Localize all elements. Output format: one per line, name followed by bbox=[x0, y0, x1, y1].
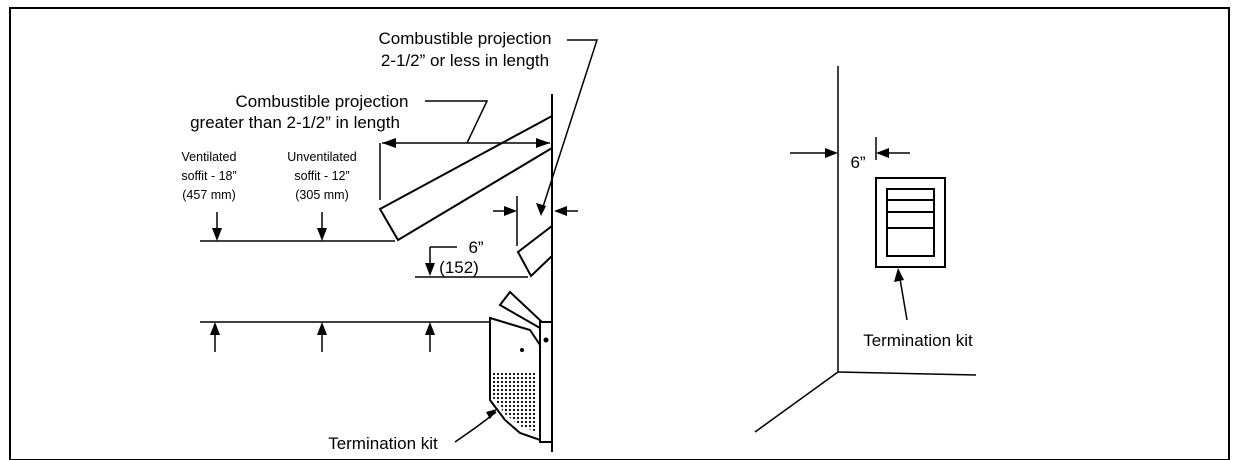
short-projection bbox=[516, 223, 553, 278]
ventilated-line2: soffit - 18” bbox=[181, 169, 236, 183]
side-view bbox=[200, 39, 599, 452]
unventilated-line3: (305 mm) bbox=[295, 188, 348, 202]
callout-short-line1: Combustible projection bbox=[379, 29, 552, 48]
ventilated-line3: (457 mm) bbox=[182, 188, 235, 202]
callout-long-line1: Combustible projection bbox=[236, 92, 409, 111]
callout-long-leader bbox=[425, 100, 489, 144]
termination-kit-side bbox=[489, 290, 553, 443]
diagram-border bbox=[9, 7, 1230, 460]
termination-label-front: Termination kit bbox=[863, 331, 973, 350]
corner-floor bbox=[837, 371, 977, 376]
corner-diagonal bbox=[754, 371, 839, 433]
callout-long-line2: greater than 2-1/2” in length bbox=[190, 113, 400, 132]
long-projection bbox=[378, 114, 553, 242]
callout-short-leader bbox=[540, 39, 599, 214]
clearance-inches: 6” bbox=[468, 238, 483, 257]
unventilated-line2: soffit - 12” bbox=[294, 169, 349, 183]
front-view bbox=[754, 66, 977, 433]
termination-kit-front bbox=[875, 177, 946, 268]
termination-label-side: Termination kit bbox=[328, 434, 438, 453]
ventilated-line1: Ventilated bbox=[182, 150, 237, 164]
unventilated-line1: Unventilated bbox=[287, 150, 357, 164]
clearance-mm: (152) bbox=[439, 258, 479, 277]
clearance-right: 6” bbox=[850, 153, 865, 172]
callout-short-line2: 2-1/2” or less in length bbox=[381, 51, 549, 70]
